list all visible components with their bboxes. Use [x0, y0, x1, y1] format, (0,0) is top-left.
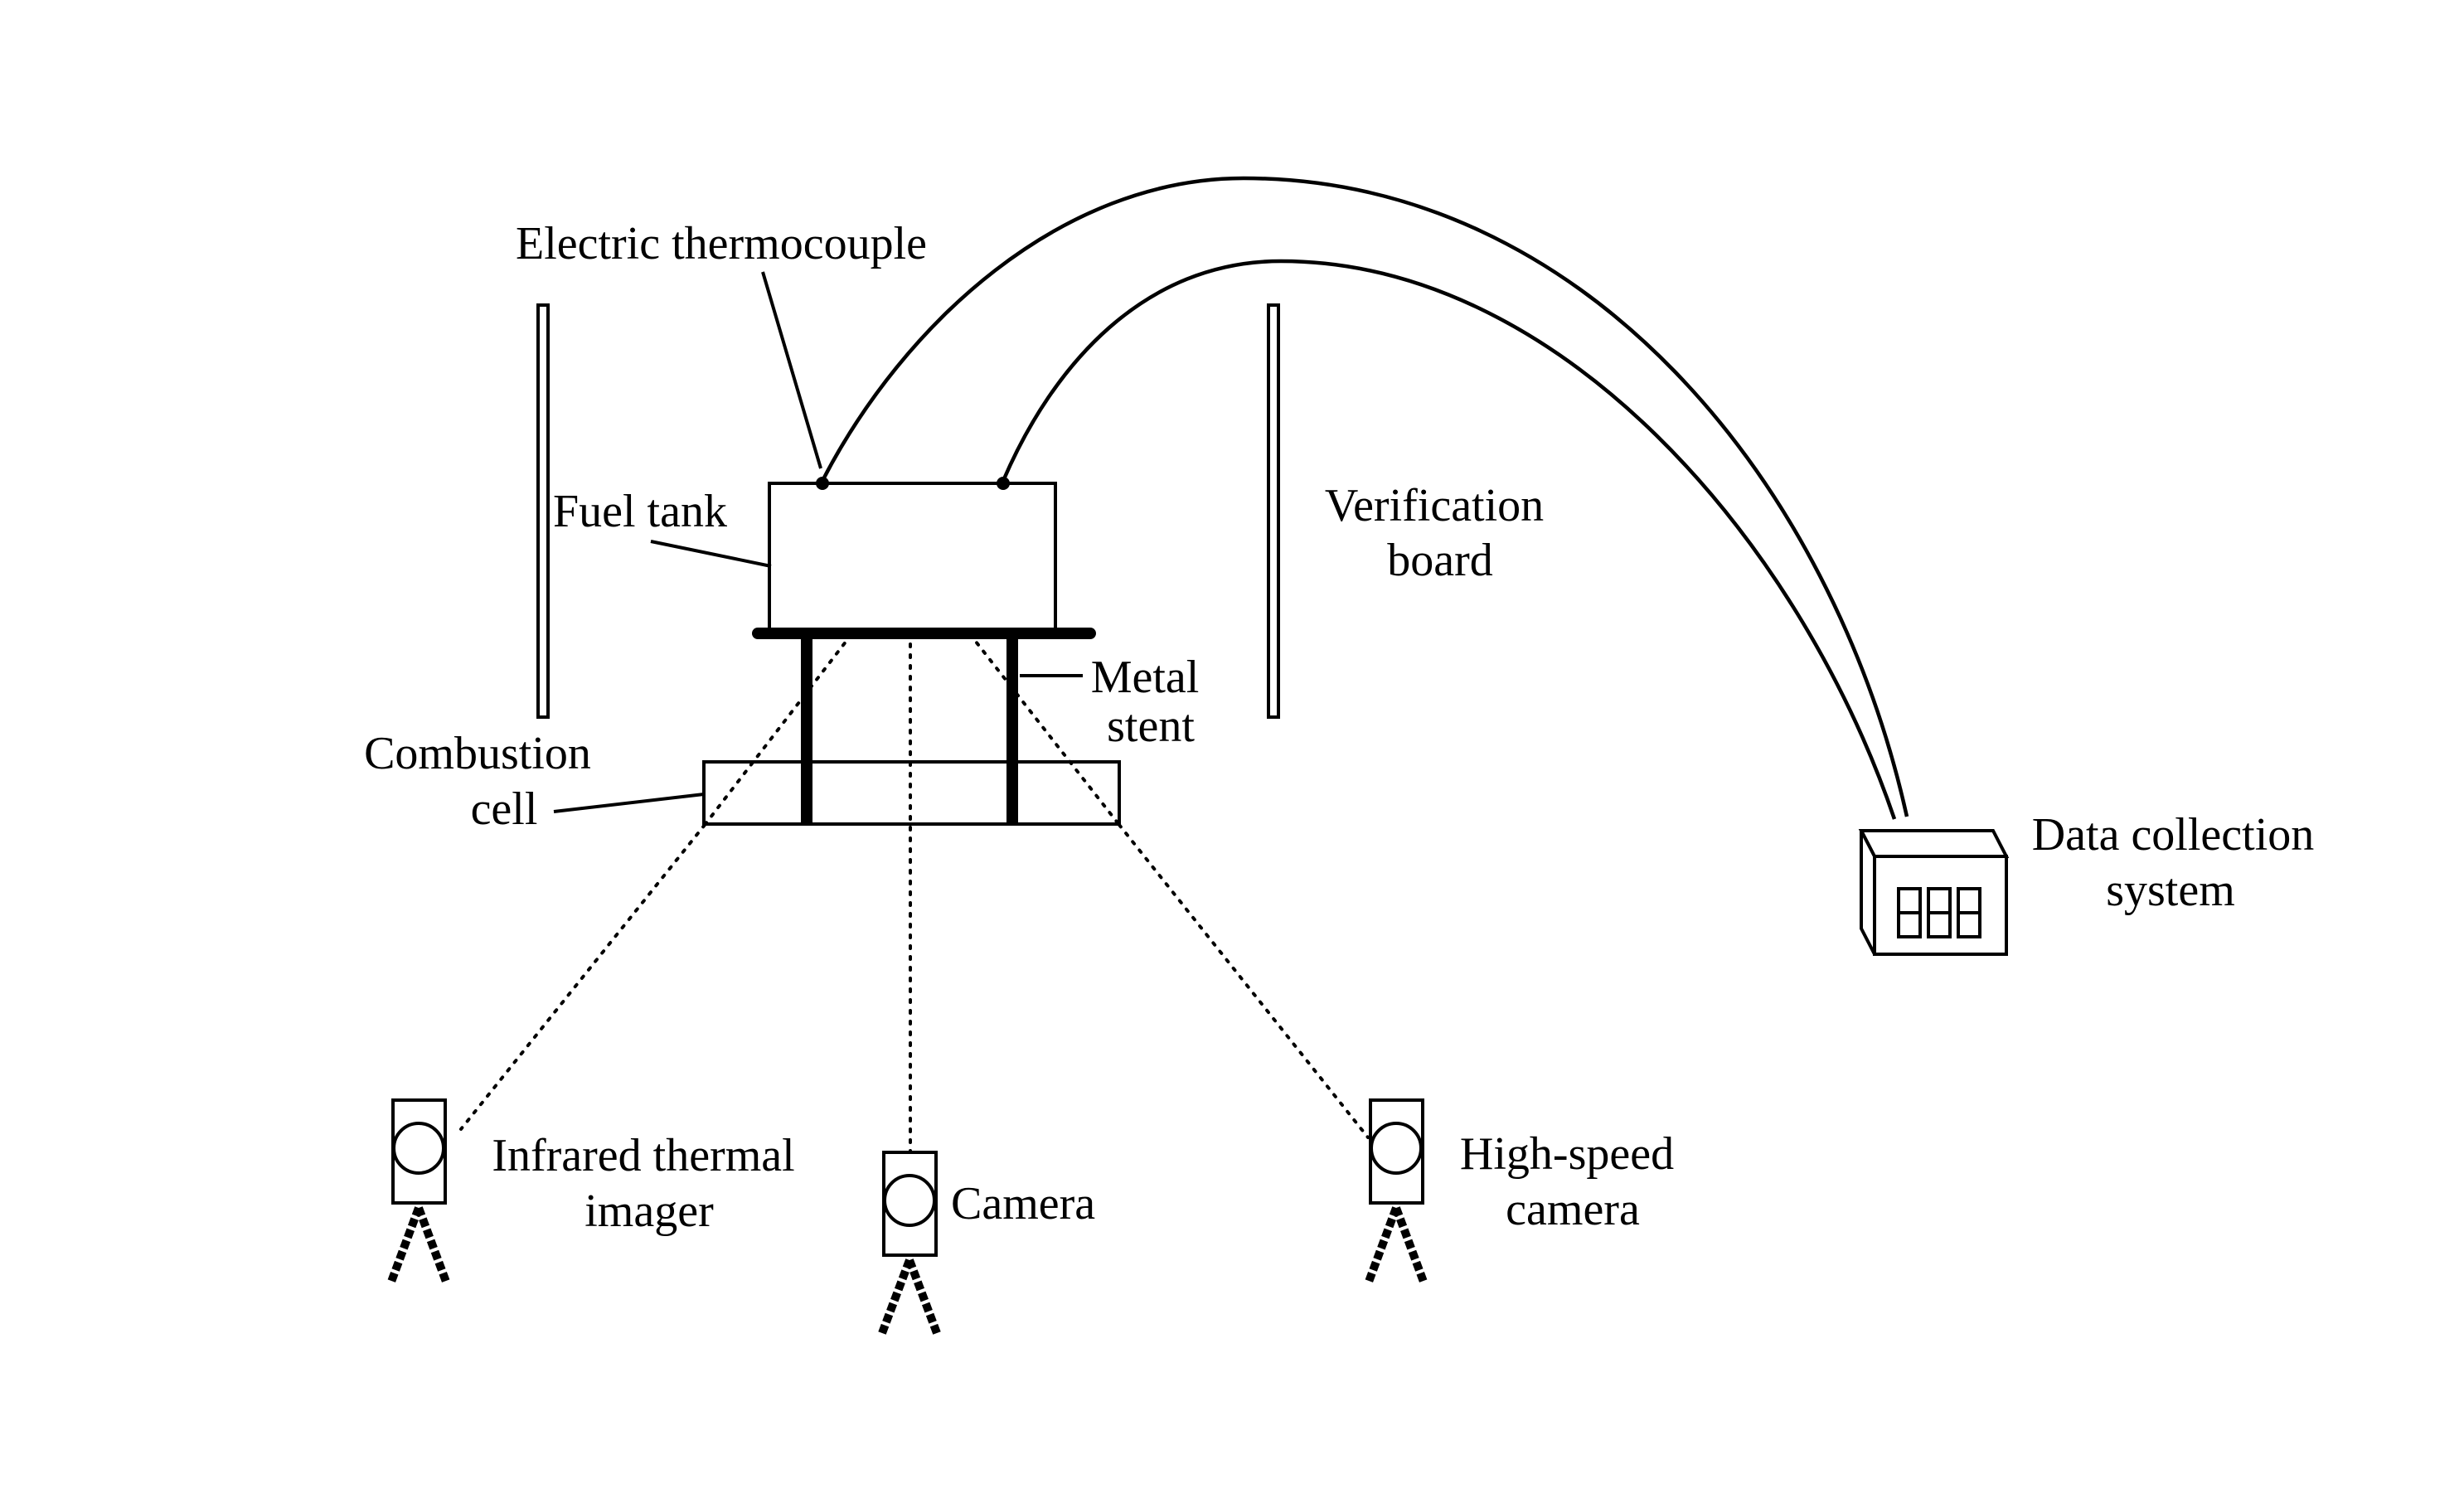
- verification-board-left: [536, 303, 550, 719]
- label-camera: Camera: [951, 1178, 1095, 1229]
- infrared-thermal-imager-device: [387, 1098, 450, 1283]
- metal-stent: [801, 633, 1018, 826]
- label-metal-stent: Metal stent: [1091, 652, 1211, 752]
- data-collection-box: [1858, 829, 2010, 956]
- label-fuel-tank: Fuel tank: [553, 486, 727, 537]
- label-data-collection-system: Data collection system: [2032, 809, 2326, 916]
- field-of-view-lines: [459, 556, 1370, 1158]
- camera-device: [878, 1151, 941, 1335]
- high-speed-camera-device: [1365, 1098, 1428, 1283]
- fuel-tank: [768, 482, 1057, 633]
- label-infrared-thermal-imager: Infrared thermal imager: [492, 1130, 806, 1237]
- label-combustion-cell: Combustion cell: [364, 728, 603, 835]
- label-electric-thermocouple: Electric thermocouple: [516, 218, 927, 269]
- leader-lines: [553, 271, 1083, 813]
- label-high-speed-camera: High-speed camera: [1460, 1128, 1686, 1235]
- label-verification-board: Verification board: [1325, 480, 1555, 586]
- thermocouple-cables: [816, 176, 1909, 820]
- combustion-cell: [702, 760, 1121, 826]
- verification-board-right: [1267, 303, 1280, 719]
